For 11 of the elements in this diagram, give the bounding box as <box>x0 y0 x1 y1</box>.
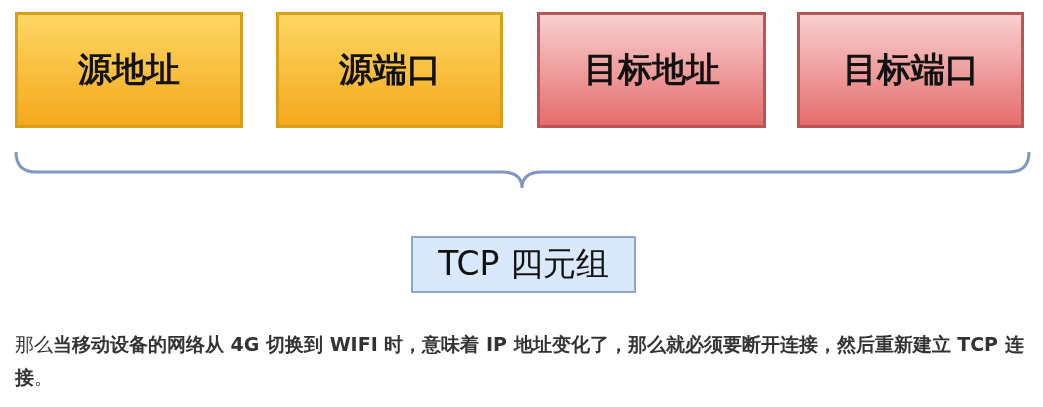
label-box <box>411 236 636 293</box>
field-box <box>276 12 503 128</box>
node-label: 目标端口 <box>842 48 979 91</box>
field-box <box>797 12 1024 128</box>
node-label: 目标地址 <box>583 48 720 91</box>
node-label: 源端口 <box>338 48 441 91</box>
field-box <box>537 12 766 128</box>
node-label: 源地址 <box>78 48 180 91</box>
field-box <box>15 12 243 128</box>
node-label: TCP 四元组 <box>438 243 609 285</box>
paragraph: 那么当移动设备的网络从 4G 切换到 WIFI 时，意味着 IP 地址变化了，那么就必须要断开连接，然后重新建立 TCP 连接。 <box>15 332 1025 390</box>
